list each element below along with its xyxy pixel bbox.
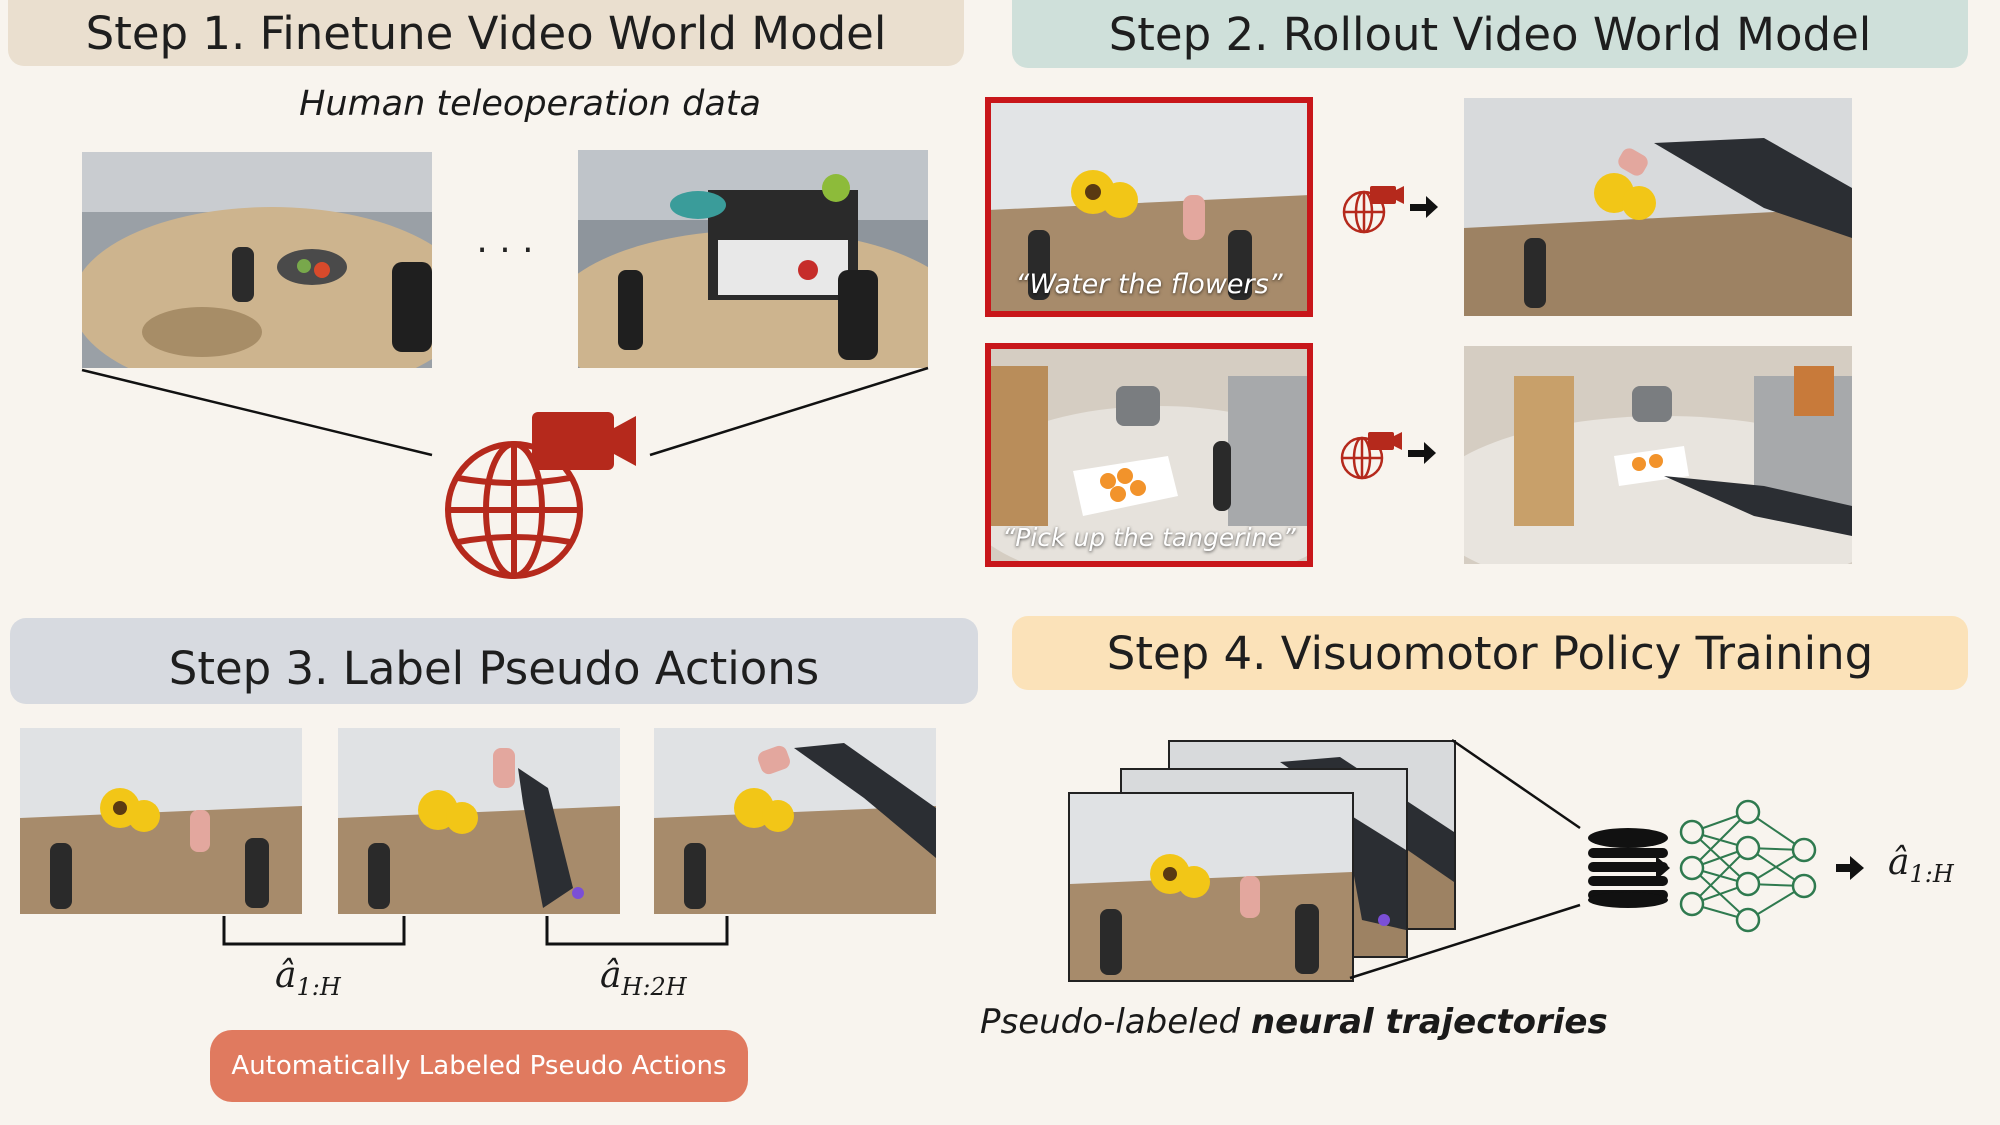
- step1-banner: Step 1. Finetune Video World Model: [8, 0, 964, 66]
- neural-network-icon: [1679, 799, 1817, 933]
- step4-caption-bold: neural trajectories: [1250, 1002, 1608, 1042]
- auto-label-button[interactable]: Automatically Labeled Pseudo Actions: [210, 1030, 748, 1102]
- step4-banner: Step 4. Visuomotor Policy Training: [1012, 616, 1968, 690]
- arrow-right-icon-2: [1408, 442, 1436, 464]
- teleop-frame-2: [578, 150, 928, 368]
- rollout-frame-t2: [654, 728, 936, 914]
- step4-title: Step 4. Visuomotor Policy Training: [1106, 626, 1874, 680]
- prompt-tangerine: “Pick up the tangerine”: [1002, 523, 1296, 552]
- step1-caption: Human teleoperation data: [299, 84, 761, 124]
- rollout-frame-t0: [20, 728, 302, 914]
- world-model-icon-small-2: [1340, 432, 1402, 480]
- arrow-right-icon-4: [1642, 856, 1670, 880]
- step2-banner: Step 2. Rollout Video World Model: [1012, 0, 1968, 68]
- rollout-frame-tangerine: [1464, 346, 1852, 564]
- step3-banner: Step 3. Label Pseudo Actions: [10, 618, 978, 704]
- rollout-frame-water-flowers: [1464, 98, 1852, 316]
- trajectory-frame-front: [1068, 792, 1354, 982]
- step3-title: Step 3. Label Pseudo Actions: [168, 641, 820, 695]
- initial-frame-tangerine: “Pick up the tangerine”: [985, 343, 1313, 567]
- ellipsis: · · ·: [476, 230, 534, 271]
- arrow-right-icon-5: [1836, 856, 1864, 880]
- world-model-icon: [445, 412, 636, 579]
- prompt-water-flowers: “Water the flowers”: [1015, 269, 1283, 300]
- video-camera-icon: [532, 412, 636, 470]
- step1-title: Step 1. Finetune Video World Model: [85, 6, 887, 60]
- world-model-icon-small-1: [1342, 186, 1404, 234]
- step2-title: Step 2. Rollout Video World Model: [1108, 7, 1872, 61]
- rollout-frame-t1: [338, 728, 620, 914]
- arrow-right-icon: [1410, 196, 1438, 218]
- policy-output-label: â1:H: [1888, 842, 1954, 889]
- pseudo-action-label-1: â1:H: [275, 955, 341, 1002]
- globe-icon: [445, 441, 583, 579]
- teleop-frame-1: [82, 152, 432, 368]
- pseudo-action-label-2: âH:2H: [600, 955, 687, 1002]
- initial-frame-water-flowers: “Water the flowers”: [985, 97, 1313, 317]
- database-icon: [1588, 828, 1668, 908]
- step4-caption: Pseudo-labeled neural trajectories: [980, 1002, 1608, 1042]
